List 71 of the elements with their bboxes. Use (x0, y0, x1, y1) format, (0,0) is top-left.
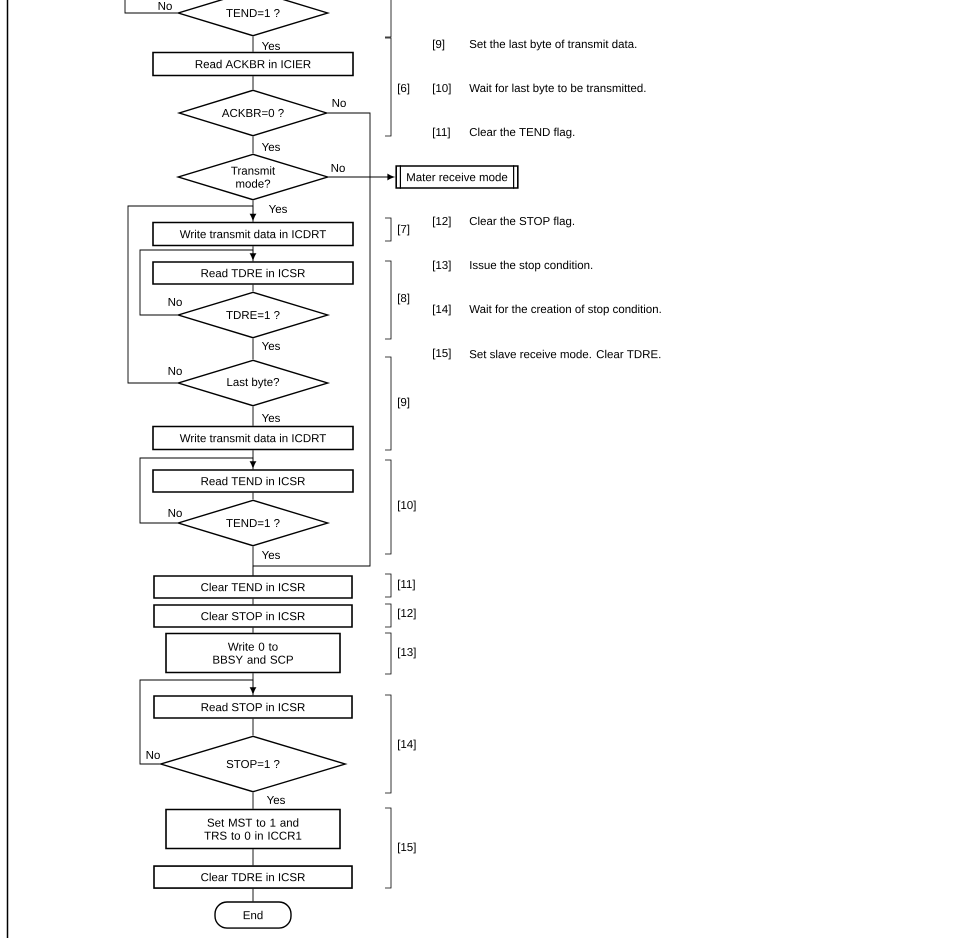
connector-line (252, 76, 254, 90)
edge-label: Yes (266, 795, 286, 806)
connector-line (252, 718, 254, 736)
process-box: Write transmit data in ICDRT (152, 426, 354, 450)
process-box: Write 0 to BBSY and SCP (165, 632, 341, 674)
connector-line (252, 450, 254, 470)
connector-line (252, 136, 254, 154)
step-note: Issue the stop condition. (470, 260, 592, 272)
step-note: Clear the STOP flag. (470, 216, 574, 228)
edge-label: Yes (268, 204, 288, 214)
edge-label: Yes (260, 142, 282, 152)
arrow (128, 206, 256, 384)
step-note: Wait for last byte to be transmitted. (469, 84, 646, 94)
process-box: Write transmit data in ICDRT (152, 222, 354, 246)
bracket-label: [6] (398, 84, 410, 94)
arrow (140, 680, 256, 764)
bracket-label: [15] (398, 842, 416, 854)
connector-line (252, 246, 254, 262)
edge-label: Yes (260, 550, 282, 560)
connector-line (252, 200, 254, 222)
edge-label: Yes (260, 41, 282, 52)
process-box: Read TEND in ICSR (152, 469, 354, 493)
connector-line (252, 284, 254, 292)
connector-line (124, 0, 178, 14)
connector-line (252, 792, 254, 810)
step-number: [10] (433, 84, 451, 94)
process-box: Set MST to 1 and TRS to 0 in ICCR1 (165, 808, 341, 850)
edge-label: No (330, 98, 348, 108)
connector-line (252, 36, 254, 52)
bracket-label: [7] (398, 224, 410, 236)
connector-line (252, 848, 254, 866)
bracket-label: [10] (398, 500, 416, 512)
process-box: Read STOP in ICSR (153, 695, 353, 719)
edge-label: Yes (260, 341, 282, 352)
process-box: Clear TEND in ICSR (153, 575, 353, 599)
bracket-label: [14] (398, 740, 416, 750)
connector-line (252, 406, 254, 426)
bracket-label: [9] (398, 398, 410, 408)
bracket-label: [8] (398, 294, 410, 304)
end-terminal: End (214, 901, 292, 929)
arrow (140, 250, 256, 316)
step-number: [15] (433, 348, 451, 360)
bracket-label: [12] (398, 608, 416, 620)
step-number: [11] (433, 128, 450, 138)
subroutine-box: Mater receive mode (395, 165, 519, 189)
process-box: Read ACKBR in ICIER (152, 52, 354, 76)
step-number: [12] (433, 216, 451, 228)
bracket-label: [11] (398, 580, 415, 590)
connector-line (252, 888, 254, 902)
connector-line (252, 627, 254, 634)
process-box: Clear TDRE in ICSR (153, 865, 353, 889)
bracket-label: [13] (398, 648, 416, 658)
connector-line (252, 492, 254, 500)
process-box: Read TDRE in ICSR (152, 261, 354, 285)
process-box: Clear STOP in ICSR (153, 604, 353, 628)
step-note: Clear the TEND flag. (470, 128, 574, 138)
connector-line (252, 546, 254, 576)
step-number: [14] (433, 304, 451, 316)
arrow (328, 174, 394, 180)
connector-line (252, 338, 254, 360)
step-note: Wait for the creation of stop condition. (469, 304, 661, 316)
step-number: [9] (433, 40, 444, 50)
edge-label: No (156, 1, 174, 12)
step-note: Set slave receive mode. Clear TDRE. (470, 350, 660, 358)
edge-label: No (330, 163, 346, 174)
edge-label: Yes (260, 413, 282, 424)
connector-line (252, 598, 254, 605)
arrow (140, 458, 256, 524)
step-note: Set the last byte of transmit data. (470, 40, 636, 50)
step-number: [13] (433, 260, 451, 272)
connector-line (252, 672, 254, 696)
